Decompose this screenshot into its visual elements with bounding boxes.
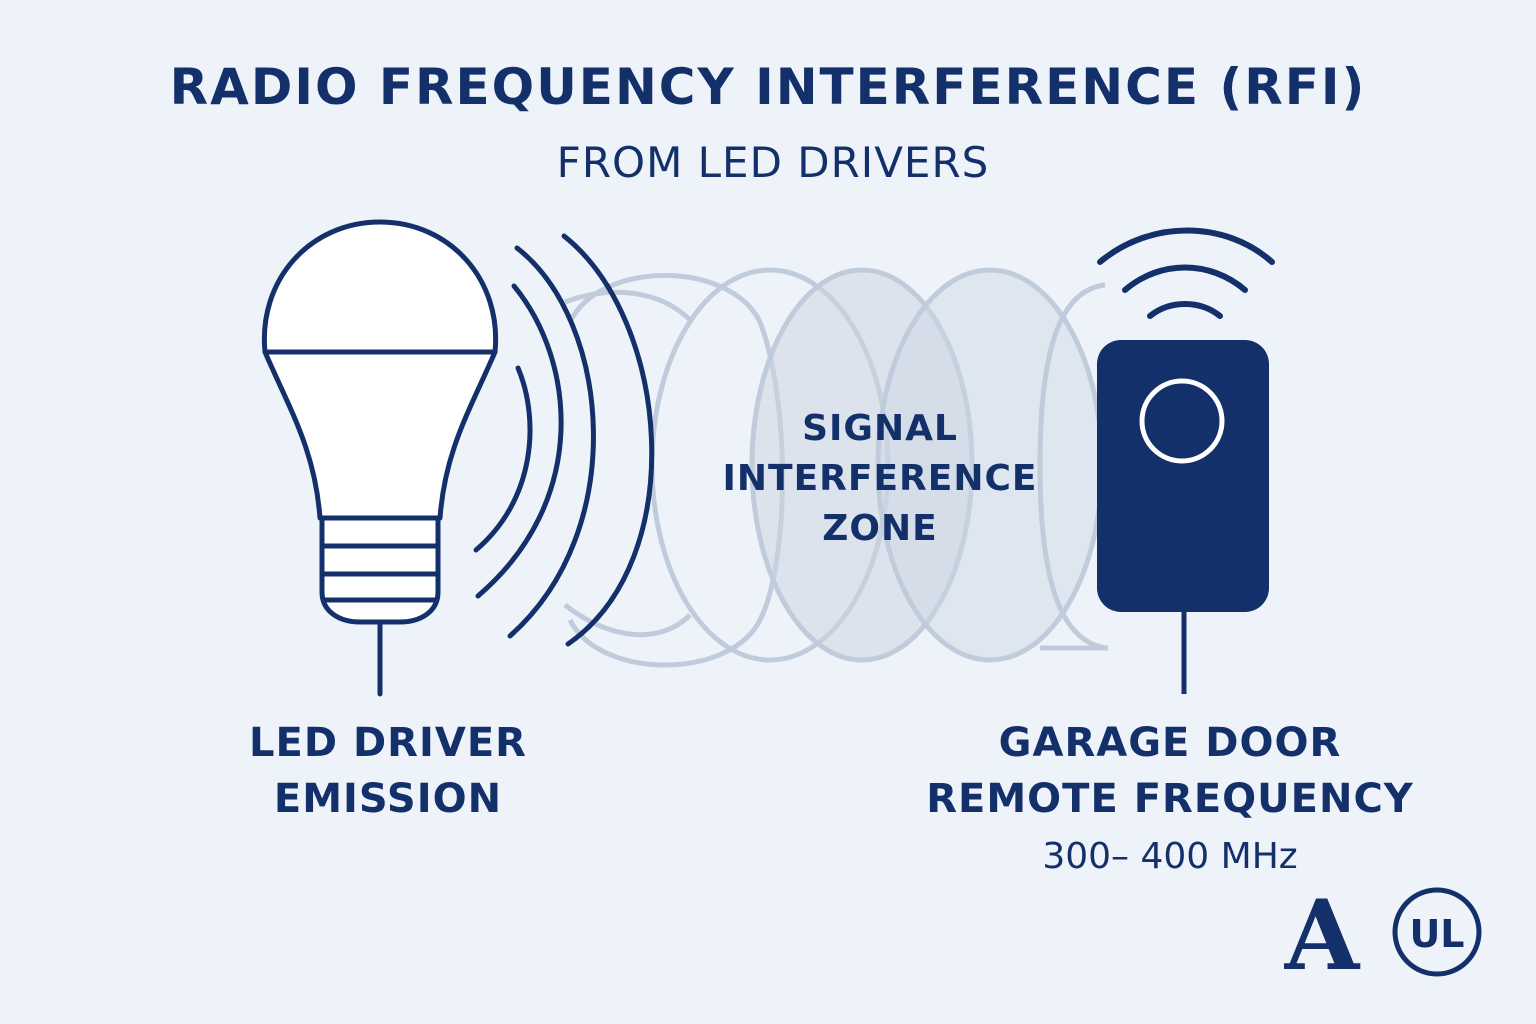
interference-wave-lobe bbox=[749, 267, 975, 663]
garage-door-remote-icon bbox=[1097, 340, 1269, 694]
emission-arc bbox=[475, 283, 564, 599]
bulb-base bbox=[319, 515, 441, 625]
a-logo: A bbox=[1284, 879, 1360, 992]
zone-label-line: INTERFERENCE bbox=[722, 458, 1038, 499]
interference-wave-line bbox=[564, 289, 692, 322]
ul-logo: UL bbox=[1392, 887, 1482, 977]
garage-remote-label: GARAGE DOOR REMOTE FREQUENCY 300– 400 MH… bbox=[900, 715, 1440, 885]
led-driver-label: LED DRIVER EMISSION bbox=[188, 715, 588, 827]
frequency-range: 300– 400 MHz bbox=[1042, 836, 1298, 877]
interference-wave-line bbox=[563, 603, 692, 638]
diagram-title: RADIO FREQUENCY INTERFERENCE (RFI) bbox=[169, 58, 1367, 116]
signal-arc bbox=[1147, 301, 1223, 319]
interference-wave-lobe bbox=[1037, 282, 1106, 651]
interference-zone-label: SIGNAL INTERFERENCE ZONE bbox=[680, 404, 1080, 554]
emission-arc bbox=[507, 245, 596, 639]
zone-label-line: SIGNAL bbox=[802, 408, 958, 449]
led-driver-label-line: LED DRIVER bbox=[249, 720, 527, 766]
remote-button bbox=[1139, 378, 1225, 464]
diagram-subtitle: FROM LED DRIVERS bbox=[556, 138, 990, 187]
emission-waves bbox=[473, 233, 655, 647]
garage-remote-label-line: REMOTE FREQUENCY bbox=[926, 776, 1414, 822]
garage-remote-label-line: GARAGE DOOR bbox=[998, 720, 1342, 766]
signal-arc bbox=[1097, 227, 1275, 265]
interference-waves bbox=[563, 267, 1108, 668]
signal-arc bbox=[1122, 264, 1248, 293]
ul-logo-text: UL bbox=[1409, 912, 1464, 956]
led-driver-label-line: EMISSION bbox=[273, 776, 503, 822]
bulb-glass bbox=[261, 219, 499, 521]
emission-arc bbox=[473, 365, 533, 553]
remote-body bbox=[1097, 340, 1269, 612]
emission-arc bbox=[561, 233, 655, 647]
interference-wave-lobe bbox=[567, 273, 785, 668]
light-bulb-icon bbox=[261, 219, 499, 697]
wireless-signal-icon bbox=[1097, 227, 1275, 319]
zone-label-line: ZONE bbox=[822, 508, 938, 549]
